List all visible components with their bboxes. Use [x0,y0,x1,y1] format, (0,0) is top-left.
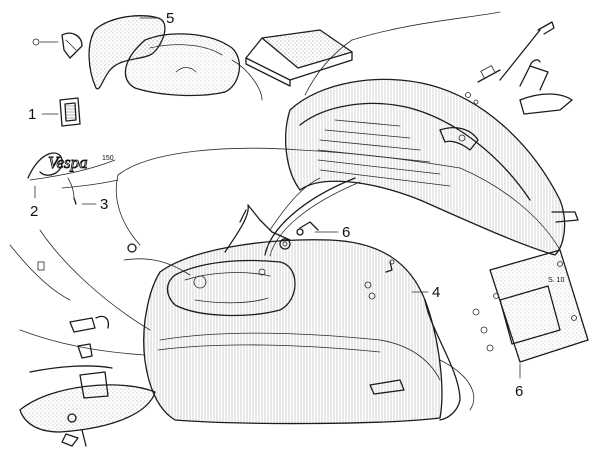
rear-side-cowl-part [264,78,579,257]
callout-6-lower: 6 [515,383,523,400]
plate-text: S. 10 [548,277,564,284]
callout-leaders [34,17,521,379]
callout-labels: 1 2 3 4 5 6 6 [28,10,523,400]
badge-model-text: 150 [102,155,114,162]
callout-3: 3 [100,196,108,213]
badge-brand-text: Vespa [48,153,88,172]
vespa-badge-part: Vespa 150 [27,152,116,181]
callout-2: 2 [30,203,38,220]
front-side-cowl-part [143,177,461,425]
badge-clip-part [61,177,119,205]
callout-4: 4 [432,284,440,301]
callout-5: 5 [166,10,174,27]
saddle-bracket-part [32,15,263,101]
tool-tray-part [245,29,353,87]
number-plate-bracket-part: S. 10 [472,249,589,363]
callout-6-upper: 6 [342,224,350,241]
small-plate-part [59,97,81,127]
callout-1: 1 [28,106,36,123]
loose-hardware-parts [19,243,395,447]
cowl-fittings-part [465,21,573,115]
